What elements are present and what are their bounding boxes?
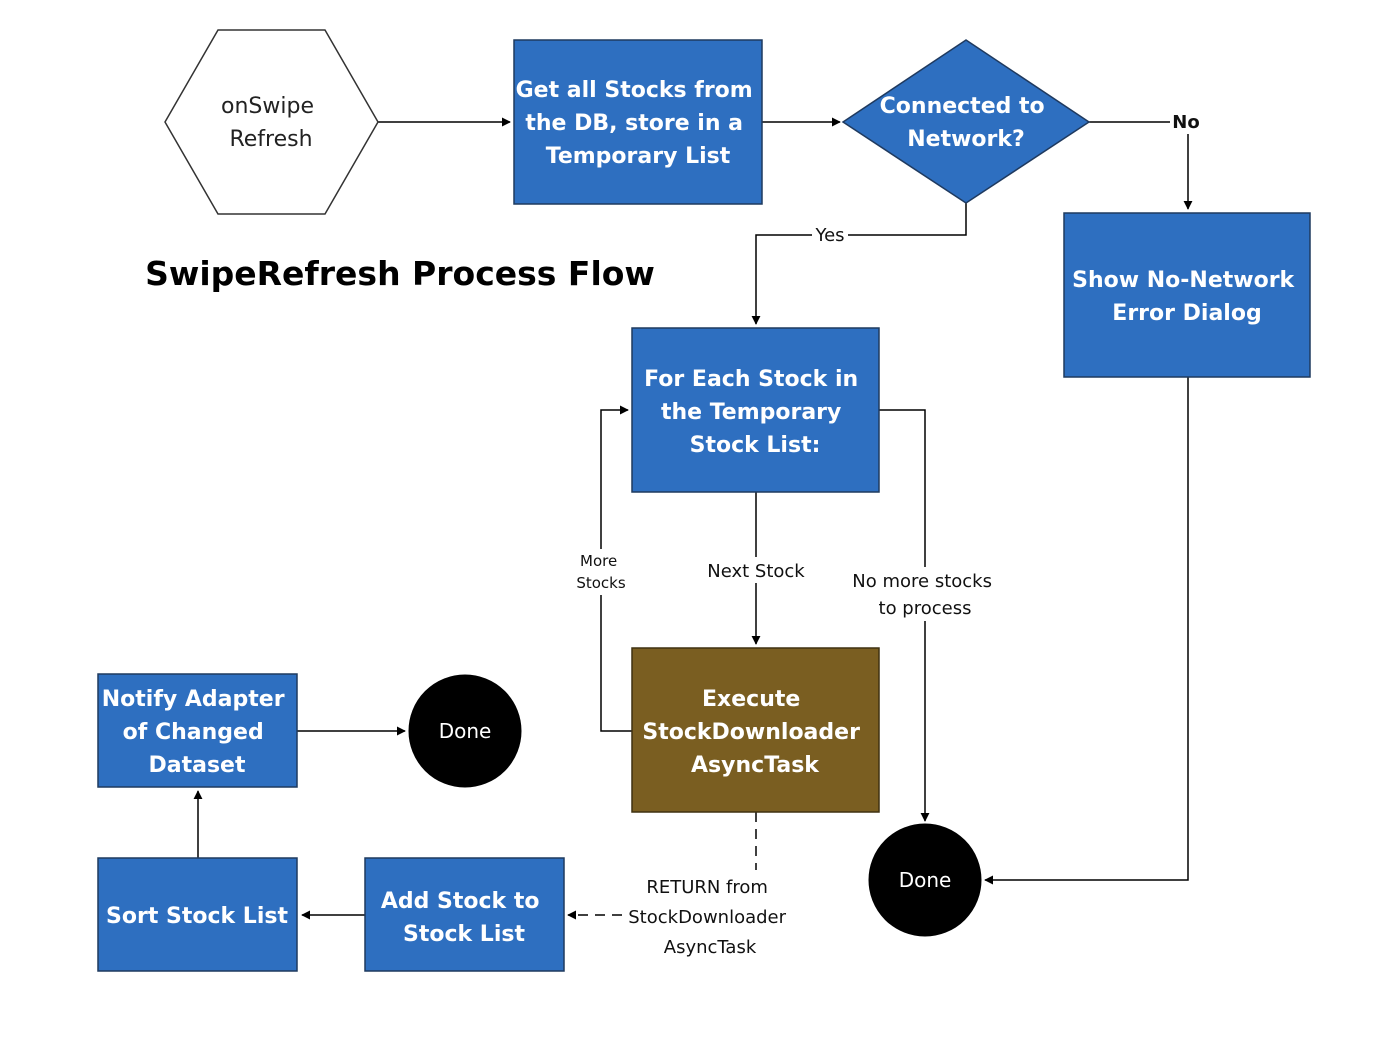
edge-label-return-from: RETURN from StockDownloader AsyncTask — [628, 877, 792, 958]
done-right-label: Done — [899, 868, 952, 892]
notify-adapter-label: Notify Adapter of Changed Dataset — [102, 687, 292, 778]
start-hexagon: onSwipe Refresh — [164, 29, 379, 215]
add-stock-box: Add Stock to Stock List — [364, 857, 565, 972]
edge-label-next-stock: Next Stock — [707, 561, 805, 582]
edge-label-yes: Yes — [814, 225, 844, 246]
execute-asynctask-box: Execute StockDownloader AsyncTask — [631, 647, 880, 813]
connector-no-branch — [1089, 121, 1193, 210]
connector-error-to-done — [984, 377, 1189, 885]
sort-stock-list-label: Sort Stock List — [106, 904, 288, 929]
for-each-stock-box: For Each Stock in the Temporary Stock Li… — [631, 327, 880, 493]
get-stocks-label: Get all Stocks from the DB, store in a T… — [516, 78, 761, 169]
connector-yes-branch — [751, 203, 967, 325]
connected-decision-diamond: Connected to Network? — [841, 39, 1091, 204]
notify-adapter-box: Notify Adapter of Changed Dataset — [97, 673, 298, 788]
get-stocks-box: Get all Stocks from the DB, store in a T… — [513, 39, 763, 205]
edge-label-more-stocks: More Stocks — [576, 552, 626, 592]
start-hexagon-label: onSwipe Refresh — [221, 94, 321, 152]
connected-decision-label: Connected to Network? — [880, 94, 1053, 152]
done-left-label: Done — [439, 719, 492, 743]
sort-stock-list-box: Sort Stock List — [97, 857, 298, 972]
no-more-label-bg — [850, 567, 1000, 621]
add-stock-label: Add Stock to Stock List — [381, 889, 547, 947]
no-network-error-label: Show No-Network Error Dialog — [1072, 268, 1302, 326]
execute-asynctask-label: Execute StockDownloader AsyncTask — [642, 687, 867, 778]
connector-no-more-stocks — [879, 409, 930, 822]
edge-label-no: No — [1172, 112, 1199, 133]
diagram-title: SwipeRefresh Process Flow — [145, 254, 655, 293]
done-terminal-right: Done — [868, 823, 982, 937]
more-stocks-label-bg — [575, 549, 627, 595]
yes-label-bg — [812, 224, 848, 246]
no-label-bg — [1170, 110, 1202, 134]
edge-label-no-more-stocks: No more stocks to process — [852, 571, 997, 619]
next-stock-label-bg — [704, 557, 808, 583]
for-each-stock-label: For Each Stock in the Temporary Stock Li… — [644, 367, 866, 458]
done-terminal-left: Done — [408, 674, 522, 788]
no-network-error-box: Show No-Network Error Dialog — [1063, 212, 1311, 378]
